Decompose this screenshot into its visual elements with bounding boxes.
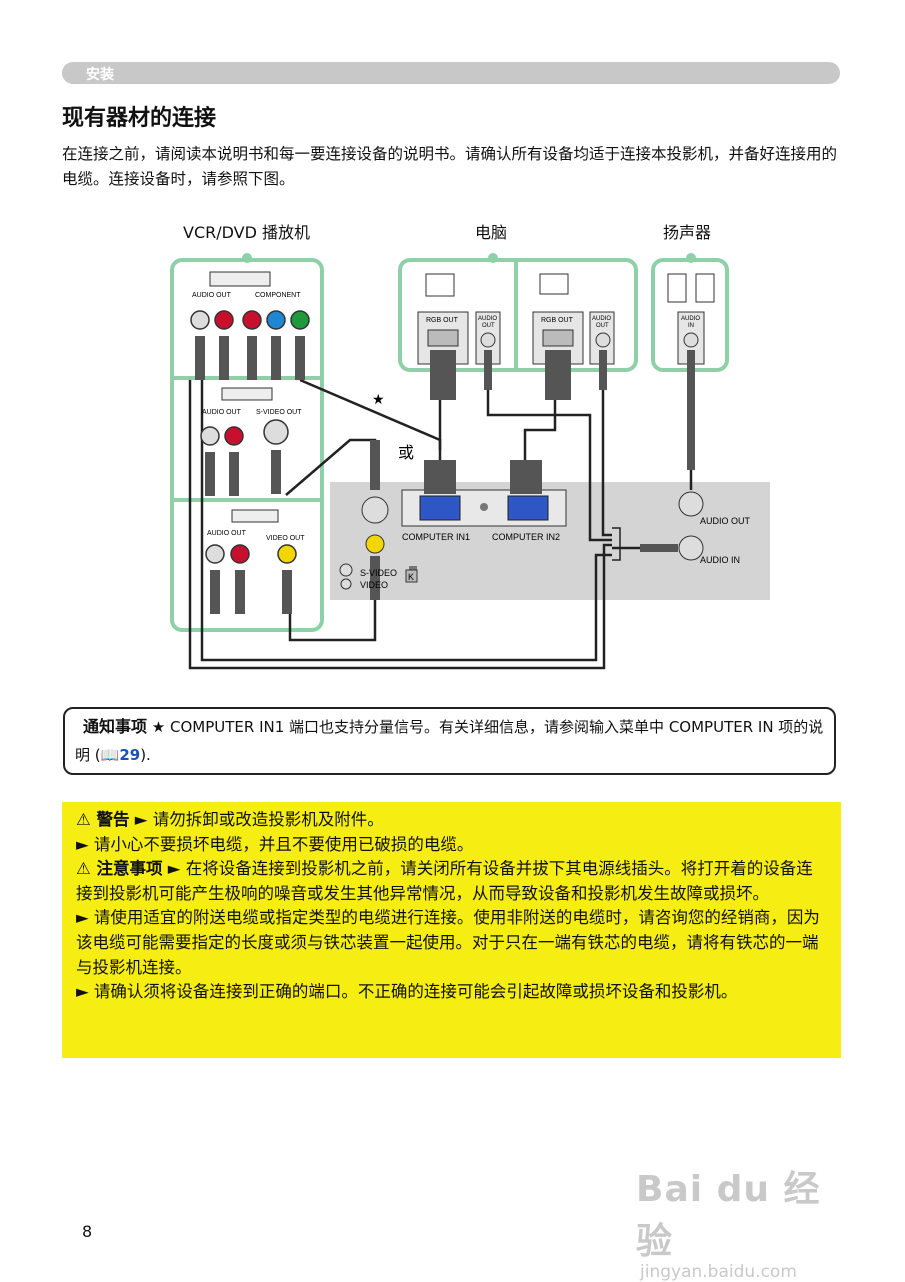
cable-audio-pc1 xyxy=(486,370,612,542)
audio-out-port xyxy=(678,491,704,517)
svg-text:IN: IN xyxy=(688,323,694,329)
svg-text:RGB OUT: RGB OUT xyxy=(541,317,574,324)
watermark: Bai du 经验 jingyan.baidu.com xyxy=(636,1160,836,1282)
speaker-group-dot xyxy=(686,253,696,263)
notice-box: 通知事项 ★ COMPUTER IN1 端口也支持分量信号。有关详细信息，请参阅… xyxy=(63,707,836,775)
speaker-left-icon xyxy=(667,273,687,303)
svg-text:K: K xyxy=(408,572,414,582)
book-icon: 📖 xyxy=(100,746,120,764)
caution-line-2: ► 请使用适宜的附送电缆或指定类型的电缆进行连接。使用非附送的电缆时，请咨询您的… xyxy=(76,908,820,977)
pc-group-label: 电脑 xyxy=(475,223,508,242)
intro-paragraph: 在连接之前，请阅读本说明书和每一要连接设备的说明书。请确认所有设备均适于连接本投… xyxy=(62,145,838,188)
watermark-logo: Bai du 经验 xyxy=(636,1169,821,1262)
vcr-group-label: VCR/DVD 播放机 xyxy=(183,223,311,242)
caution-line-1: ► 在将设备连接到投影机之前，请关闭所有设备并拔下其电源线插头。将打开着的设备连… xyxy=(76,859,813,903)
audio-in-port xyxy=(678,535,704,561)
svg-text:OUT: OUT xyxy=(596,323,609,329)
s-video-port xyxy=(361,496,389,524)
vcr2-icon xyxy=(231,509,279,523)
speaker-group-label: 扬声器 xyxy=(663,223,712,242)
svg-text:VIDEO OUT: VIDEO OUT xyxy=(266,535,305,542)
cable-audio-pc2 xyxy=(601,370,612,537)
svg-text:AUDIO: AUDIO xyxy=(681,316,700,322)
svg-text:AUDIO OUT: AUDIO OUT xyxy=(192,292,232,299)
pc-group-dot xyxy=(488,253,498,263)
connection-diagram: AUDIO OUT COMPONENT AUDIO OUT S-VIDEO OU… xyxy=(170,253,770,670)
notice-page-ref[interactable]: 29 xyxy=(119,746,141,764)
video-port xyxy=(365,534,385,554)
watermark-url: jingyan.baidu.com xyxy=(640,1262,797,1282)
svg-text:COMPUTER IN2: COMPUTER IN2 xyxy=(492,532,560,542)
warning-label: ⚠ 警告 xyxy=(76,810,130,829)
svg-text:AUDIO: AUDIO xyxy=(592,316,611,322)
warning-box: ⚠ 警告 ► 请勿拆卸或改造投影机及附件。 ► 请小心不要损坏电缆，并且不要使用… xyxy=(62,802,841,1058)
section-header-bar: 安装 xyxy=(62,62,840,84)
svg-text:RGB OUT: RGB OUT xyxy=(426,317,459,324)
or-label: 或 xyxy=(398,443,414,462)
star-marker: ★ xyxy=(372,392,385,408)
dvd-player-icon xyxy=(209,271,271,287)
desktop-pc-icon xyxy=(425,273,455,297)
speaker-right-icon xyxy=(695,273,715,303)
vcr-group-dot xyxy=(242,253,252,263)
cable-audio-l xyxy=(200,380,612,662)
laptop-pc-icon xyxy=(539,273,569,295)
section-label: 安装 xyxy=(86,67,114,83)
svg-text:AUDIO OUT: AUDIO OUT xyxy=(207,530,247,537)
caution-label: ⚠ 注意事项 xyxy=(76,859,163,879)
svg-text:VIDEO: VIDEO xyxy=(360,580,388,590)
svg-text:AUDIO OUT: AUDIO OUT xyxy=(700,516,751,526)
svg-text:S-VIDEO OUT: S-VIDEO OUT xyxy=(256,409,302,416)
svg-text:AUDIO: AUDIO xyxy=(478,316,497,322)
svg-text:AUDIO OUT: AUDIO OUT xyxy=(202,409,242,416)
svg-text:COMPONENT: COMPONENT xyxy=(255,292,301,299)
svg-text:COMPUTER IN1: COMPUTER IN1 xyxy=(402,532,470,542)
notice-label: 通知事项 xyxy=(83,717,148,736)
svg-text:AUDIO IN: AUDIO IN xyxy=(700,555,740,565)
page-number: 8 xyxy=(82,1222,93,1241)
notice-end: ). xyxy=(140,746,151,764)
warning-line-2: ► 请小心不要损坏电缆，并且不要使用已破损的电缆。 xyxy=(76,834,474,854)
svg-text:S-VIDEO: S-VIDEO xyxy=(360,568,397,578)
caution-line-3: ► 请确认须将设备连接到正确的端口。不正确的连接可能会引起故障或损坏设备和投影机… xyxy=(76,982,738,1002)
cable-rgb2 xyxy=(523,400,557,460)
warning-line-1: ► 请勿拆卸或改造投影机及附件。 xyxy=(129,810,384,829)
computer-in2-port xyxy=(507,495,549,521)
vcr-icon xyxy=(221,387,273,401)
page-title: 现有器材的连接 xyxy=(62,106,217,131)
cable-video xyxy=(288,600,377,642)
cable-audio-r xyxy=(188,380,612,670)
svg-text:OUT: OUT xyxy=(482,323,495,329)
computer-in1-port xyxy=(419,495,461,521)
notice-text: ★ COMPUTER IN1 端口也支持分量信号。有关详细信息，请参阅输入菜单中… xyxy=(75,718,824,764)
